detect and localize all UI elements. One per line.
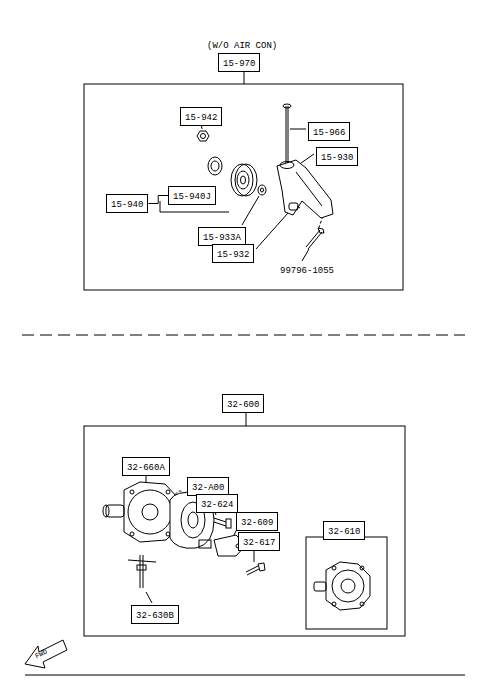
label-text: FWD xyxy=(34,648,49,661)
callout-box: 15-970 xyxy=(218,53,260,72)
callout-number: 15-930 xyxy=(321,153,353,163)
divider-line xyxy=(22,335,465,336)
callout-box: 32-660A xyxy=(122,457,170,476)
callout-box: 32-624 xyxy=(196,494,238,513)
callout-box: 32-610 xyxy=(323,521,365,540)
callout-box: 15-966 xyxy=(308,122,350,141)
callout-box: 15-940 xyxy=(106,194,148,213)
part-label: 99796-1055 xyxy=(280,262,334,277)
callout-box: 15-942 xyxy=(180,107,222,126)
callout-number: 32-A00 xyxy=(192,483,224,493)
label-text: (W/O AIR CON) xyxy=(207,41,277,51)
callout-box: 32-617 xyxy=(238,532,280,551)
callout-number: 32-609 xyxy=(241,518,273,528)
bottom-line xyxy=(25,675,465,676)
callout-number: 15-940J xyxy=(173,192,211,202)
callout-number: 15-940 xyxy=(111,200,143,210)
callout-box: 32-630B xyxy=(131,605,179,624)
callout-box: 32-609 xyxy=(236,512,278,531)
callout-number: 32-600 xyxy=(227,400,259,410)
label-text: 99796-1055 xyxy=(280,266,334,276)
leader-lines xyxy=(146,410,346,603)
callout-box: 32-600 xyxy=(222,394,264,413)
callout-number: 15-932 xyxy=(217,250,249,260)
callout-number: 15-966 xyxy=(313,128,345,138)
fwd-arrow xyxy=(25,640,67,668)
callout-number: 32-630B xyxy=(136,611,174,621)
callout-number: 32-660A xyxy=(127,463,165,473)
callout-number: 32-617 xyxy=(243,538,275,548)
callout-box: 15-932 xyxy=(212,244,254,263)
inset-pump xyxy=(314,562,370,610)
group-frame xyxy=(84,84,403,290)
bolt xyxy=(289,203,324,249)
inset-frame xyxy=(306,537,387,629)
callout-number: 32-624 xyxy=(201,500,233,510)
callout-number: 15-942 xyxy=(185,113,217,123)
group-frame xyxy=(84,426,405,636)
leader-connector xyxy=(148,196,168,204)
part-label: (W/O AIR CON) xyxy=(207,37,277,52)
callout-number: 15-933A xyxy=(203,233,241,243)
callout-box: 15-940J xyxy=(168,186,216,205)
callout-box: 15-930 xyxy=(316,147,358,166)
direction-label: FWD xyxy=(32,643,50,662)
callout-number: 32-610 xyxy=(328,527,360,537)
callout-number: 15-970 xyxy=(223,59,255,69)
